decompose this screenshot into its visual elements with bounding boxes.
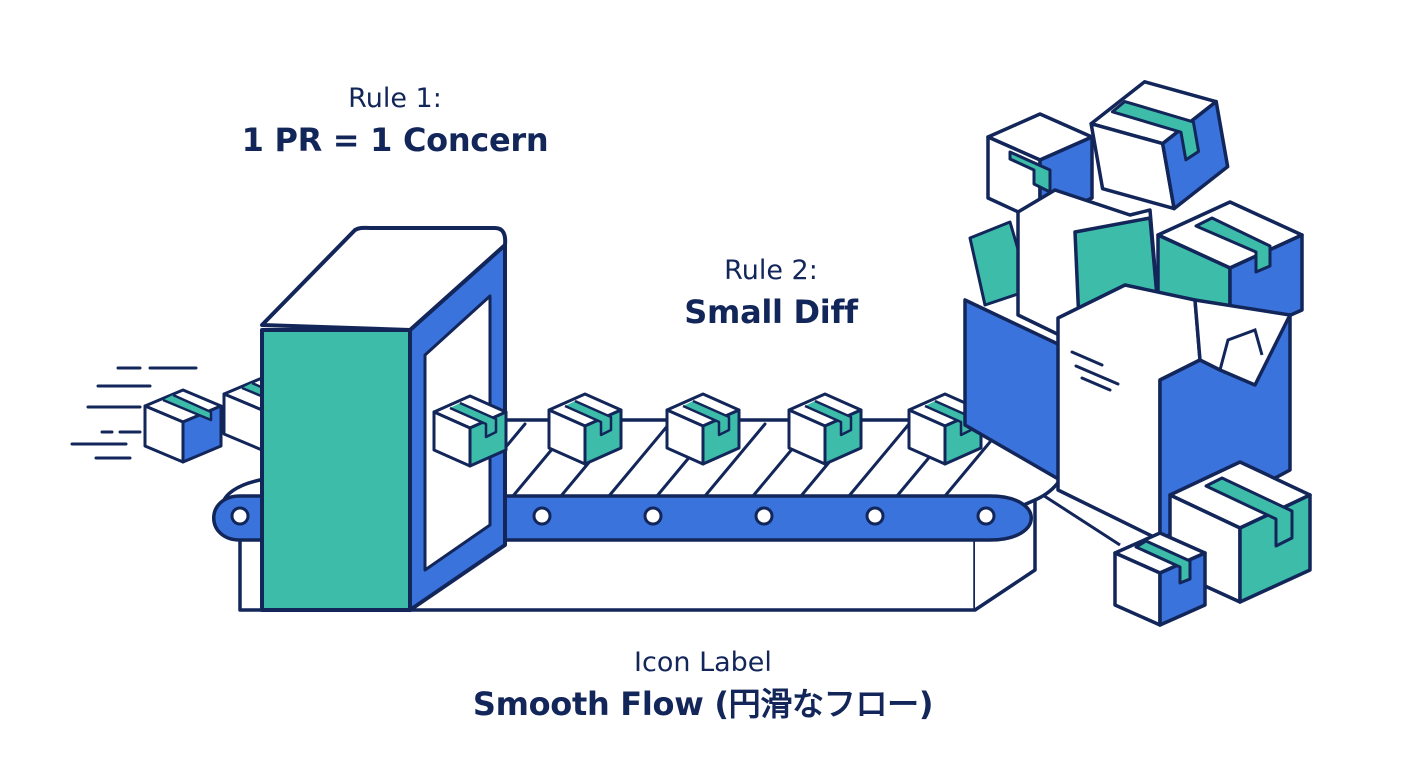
package-box-icon — [665, 392, 741, 466]
rule-2-text: Small Diff — [684, 293, 858, 331]
rule-1-label: Rule 1: 1 PR = 1 Concern — [242, 80, 549, 162]
rule-1-title: Rule 1: — [348, 83, 442, 114]
package-pile-icon — [963, 80, 1312, 627]
package-box-icon — [787, 392, 863, 466]
flow-label: Icon Label Smooth Flow (円滑なフロー) — [472, 644, 934, 726]
package-box-icon — [432, 394, 508, 468]
rule-1-text: 1 PR = 1 Concern — [241, 121, 549, 159]
package-box-icon — [143, 388, 223, 464]
flow-text: Smooth Flow (円滑なフロー) — [472, 685, 934, 723]
rule-2-label: Rule 2: Small Diff — [684, 252, 858, 334]
flow-title: Icon Label — [634, 647, 772, 678]
package-box-icon — [547, 392, 623, 466]
motion-lines-icon — [70, 366, 198, 460]
rule-2-title: Rule 2: — [724, 255, 818, 286]
scanner-gate-icon — [260, 225, 508, 612]
